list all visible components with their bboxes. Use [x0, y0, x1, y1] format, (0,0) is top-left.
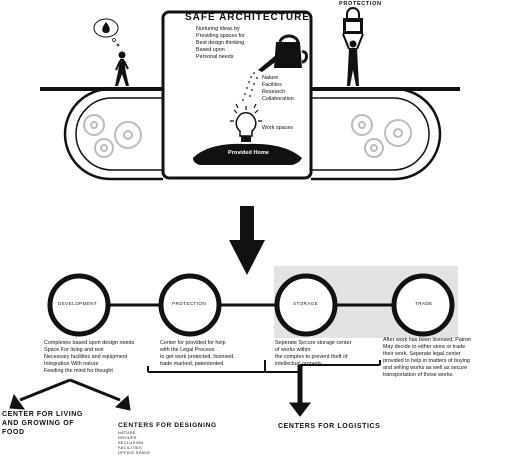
description-line: to get work protected, licensed, — [160, 354, 235, 360]
description-line: Seperate Secure storage center — [275, 340, 352, 346]
center-line: Center for living — [2, 411, 83, 418]
soil-mound — [193, 143, 302, 165]
stage-label-storage: Storage — [293, 301, 319, 306]
center-line: food — [2, 429, 25, 436]
description-line: transportation of those works. — [383, 372, 454, 378]
storage-circle — [274, 273, 338, 337]
right-pod — [311, 87, 442, 181]
list-item: Best design thinking — [196, 40, 245, 46]
list-item: Nature — [262, 75, 279, 81]
description-line: Complexes based upon design needs — [44, 340, 135, 346]
trade-circle — [391, 273, 455, 337]
thinking-person-icon — [93, 18, 129, 86]
description-line: May decide to either store or trade — [383, 344, 466, 350]
center-line: and growing of — [2, 420, 75, 427]
description-line: of works within — [275, 347, 311, 353]
work-spaces-label: Work spaces — [262, 125, 294, 131]
branch-arrows — [9, 360, 381, 417]
stage-track — [47, 273, 455, 337]
center-item: groups — [118, 436, 137, 440]
center-line: Centers for designing — [118, 422, 217, 429]
center-item: nature — [118, 431, 136, 435]
protection-circle — [158, 273, 222, 337]
center-logistics: Centers for logistics — [278, 423, 381, 430]
water-drops — [242, 72, 258, 101]
list-item: Research — [262, 89, 286, 95]
list-item: Providing spaces for — [196, 33, 245, 39]
description-line: the complex to prevent theft of — [275, 354, 348, 360]
lightbulb-icon — [230, 103, 262, 142]
provided-home-label: Provided Home — [228, 150, 270, 156]
watering-can-icon — [258, 34, 308, 72]
center-item: facilities — [118, 446, 143, 450]
center-item: seclusion — [118, 441, 144, 445]
down-arrow — [229, 206, 265, 275]
description-line: provided to help in matters of buying — [383, 358, 470, 364]
page-title: safe Architecture — [185, 12, 310, 23]
description-line: and selling works as well as secure — [383, 365, 468, 371]
protected-person-icon — [342, 7, 364, 86]
left-pod — [63, 87, 163, 181]
list-item: Personal needs — [196, 54, 234, 60]
stage-label-development: Development — [58, 301, 98, 306]
stage-label-trade: Trade — [415, 301, 433, 306]
description-line: intellectual property — [275, 361, 322, 367]
description-line: with the Legal Process — [160, 347, 215, 353]
list-item: Nurturing ideas by — [196, 26, 240, 32]
description-line: their work. Seperate legal center — [383, 351, 461, 357]
description-line: After work has been licensed, Patron — [383, 337, 472, 343]
protection-label: Protection — [339, 1, 382, 7]
description-line: Integration With nature — [44, 361, 99, 367]
gear-icon — [83, 114, 142, 158]
description-line: Center for provided for help — [160, 340, 226, 346]
gear-icon — [351, 114, 412, 158]
description-line: Necessary facilities and equipment — [44, 354, 128, 360]
description-line: trade marked, patentented — [160, 361, 224, 367]
stage-label-protection: Protection — [172, 301, 207, 306]
description-line: Feeding the mind for thought — [44, 368, 113, 374]
list-item: Collaboration — [262, 96, 294, 102]
description-line: Space For living and rest — [44, 347, 104, 353]
list-item: Based upon — [196, 47, 225, 53]
development-circle — [47, 273, 111, 337]
center-item: office space — [118, 451, 151, 455]
list-item: Facilites — [262, 82, 282, 88]
